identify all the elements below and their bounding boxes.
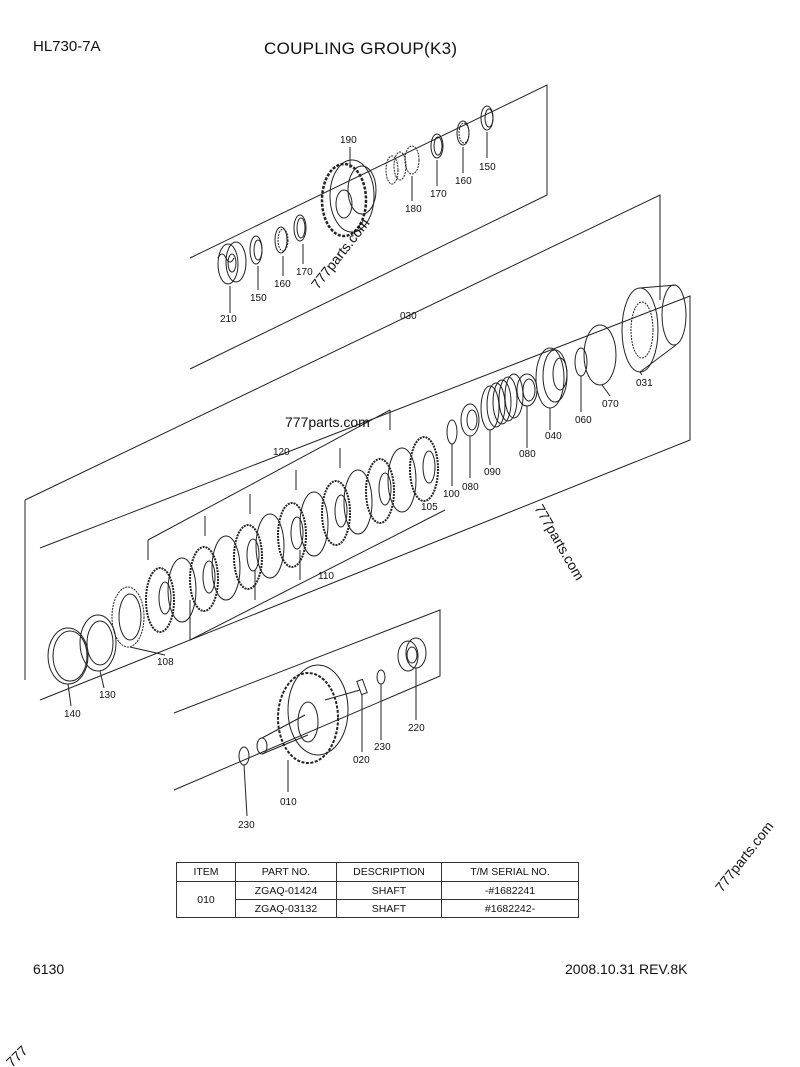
item-cell: 010: [176, 881, 236, 918]
clutch-pack-frame: [24, 194, 661, 501]
parts-table: ITEM PART NO. DESCRIPTION T/M SERIAL NO.…: [176, 862, 579, 918]
callout-160b: 160: [455, 176, 472, 187]
plate-130: [79, 614, 117, 672]
watermark-4: 777parts.com: [712, 818, 777, 895]
callout-160a: 160: [274, 279, 291, 290]
page-title: COUPLING GROUP(K3): [264, 39, 458, 58]
callout-190: 190: [340, 135, 357, 146]
callout-140: 140: [64, 709, 81, 720]
callout-180: 180: [405, 204, 422, 215]
callout-090: 090: [484, 467, 501, 478]
shaft-group-frame: [173, 609, 441, 791]
plate-inner-holes: [158, 450, 436, 615]
plate-brackets: [147, 410, 446, 641]
watermark-5: 777: [3, 1042, 31, 1067]
callout-080b: 080: [519, 449, 536, 460]
seal-060: [574, 347, 588, 377]
callout-labels: 190 210 150 160 170 180 170 160 150 030 …: [64, 135, 653, 831]
piston-040: [535, 347, 568, 409]
ring-170a: [293, 214, 307, 242]
watermark-3: 777parts.com: [531, 502, 587, 583]
callout-230b: 230: [374, 742, 391, 753]
snap-ring-230b: [376, 669, 386, 685]
serial-cell: -#1682241: [441, 881, 579, 900]
page-number: 6130: [33, 961, 65, 977]
description-cell: SHAFT: [336, 899, 442, 918]
callout-040: 040: [545, 431, 562, 442]
callout-105: 105: [421, 502, 438, 513]
header-part-no: PART NO.: [235, 862, 337, 882]
part-no-cell: ZGAQ-01424: [235, 881, 337, 900]
ring-150a: [249, 235, 263, 265]
bearing-220: [397, 637, 427, 672]
bearing-210: [217, 241, 247, 285]
callout-060: 060: [575, 415, 592, 426]
table-row: 010 ZGAQ-01424 SHAFT -#1682241: [176, 881, 579, 918]
revision-date: 2008.10.31 REV.8K: [565, 961, 688, 977]
header-serial: T/M SERIAL NO.: [441, 862, 579, 882]
part-no-cell: ZGAQ-03132: [235, 899, 337, 918]
callout-010: 010: [280, 797, 297, 808]
snap-ring-230a: [238, 746, 250, 766]
header-item: ITEM: [176, 862, 236, 882]
callout-030: 030: [400, 311, 417, 322]
leader-lines: [67, 132, 643, 817]
callout-150a: 150: [250, 293, 267, 304]
drum-031: [621, 284, 687, 373]
bearing-180: [385, 145, 420, 185]
serial-cell: #1682242-: [441, 899, 579, 918]
washer-080b: [516, 373, 538, 407]
callout-150b: 150: [479, 162, 496, 173]
plate-108: [111, 586, 145, 648]
washer-080a: [460, 403, 480, 437]
callout-170a: 170: [296, 267, 313, 278]
watermark-2: 777parts.com: [285, 414, 370, 430]
table-header-row: ITEM PART NO. DESCRIPTION T/M SERIAL NO.: [176, 862, 579, 882]
friction-plates: [145, 436, 439, 633]
callout-070: 070: [602, 399, 619, 410]
callout-220: 220: [408, 723, 425, 734]
callout-020: 020: [353, 755, 370, 766]
callout-031: 031: [636, 378, 653, 389]
table-row: ZGAQ-03132 SHAFT #1682242-: [177, 899, 579, 918]
callout-080a: 080: [462, 482, 479, 493]
seal-070: [583, 324, 617, 386]
pin-020: [356, 678, 368, 696]
callout-120: 120: [273, 447, 290, 458]
callout-130: 130: [99, 690, 116, 701]
ring-160a: [274, 226, 289, 254]
callout-108: 108: [157, 657, 174, 668]
model-code: HL730-7A: [33, 38, 101, 55]
header-description: DESCRIPTION: [336, 862, 442, 882]
spring-090: [480, 373, 524, 431]
snap-ring-100: [446, 419, 458, 445]
description-cell: SHAFT: [336, 881, 442, 900]
ring-170b: [430, 133, 444, 159]
callout-210: 210: [220, 314, 237, 325]
shaft-010: [256, 664, 361, 764]
callout-230a: 230: [238, 820, 255, 831]
ring-150b: [480, 105, 494, 131]
callout-170b: 170: [430, 189, 447, 200]
callout-110: 110: [318, 571, 334, 582]
gear-190: [320, 159, 377, 238]
callout-100: 100: [443, 489, 460, 500]
ring-160b: [456, 120, 470, 146]
